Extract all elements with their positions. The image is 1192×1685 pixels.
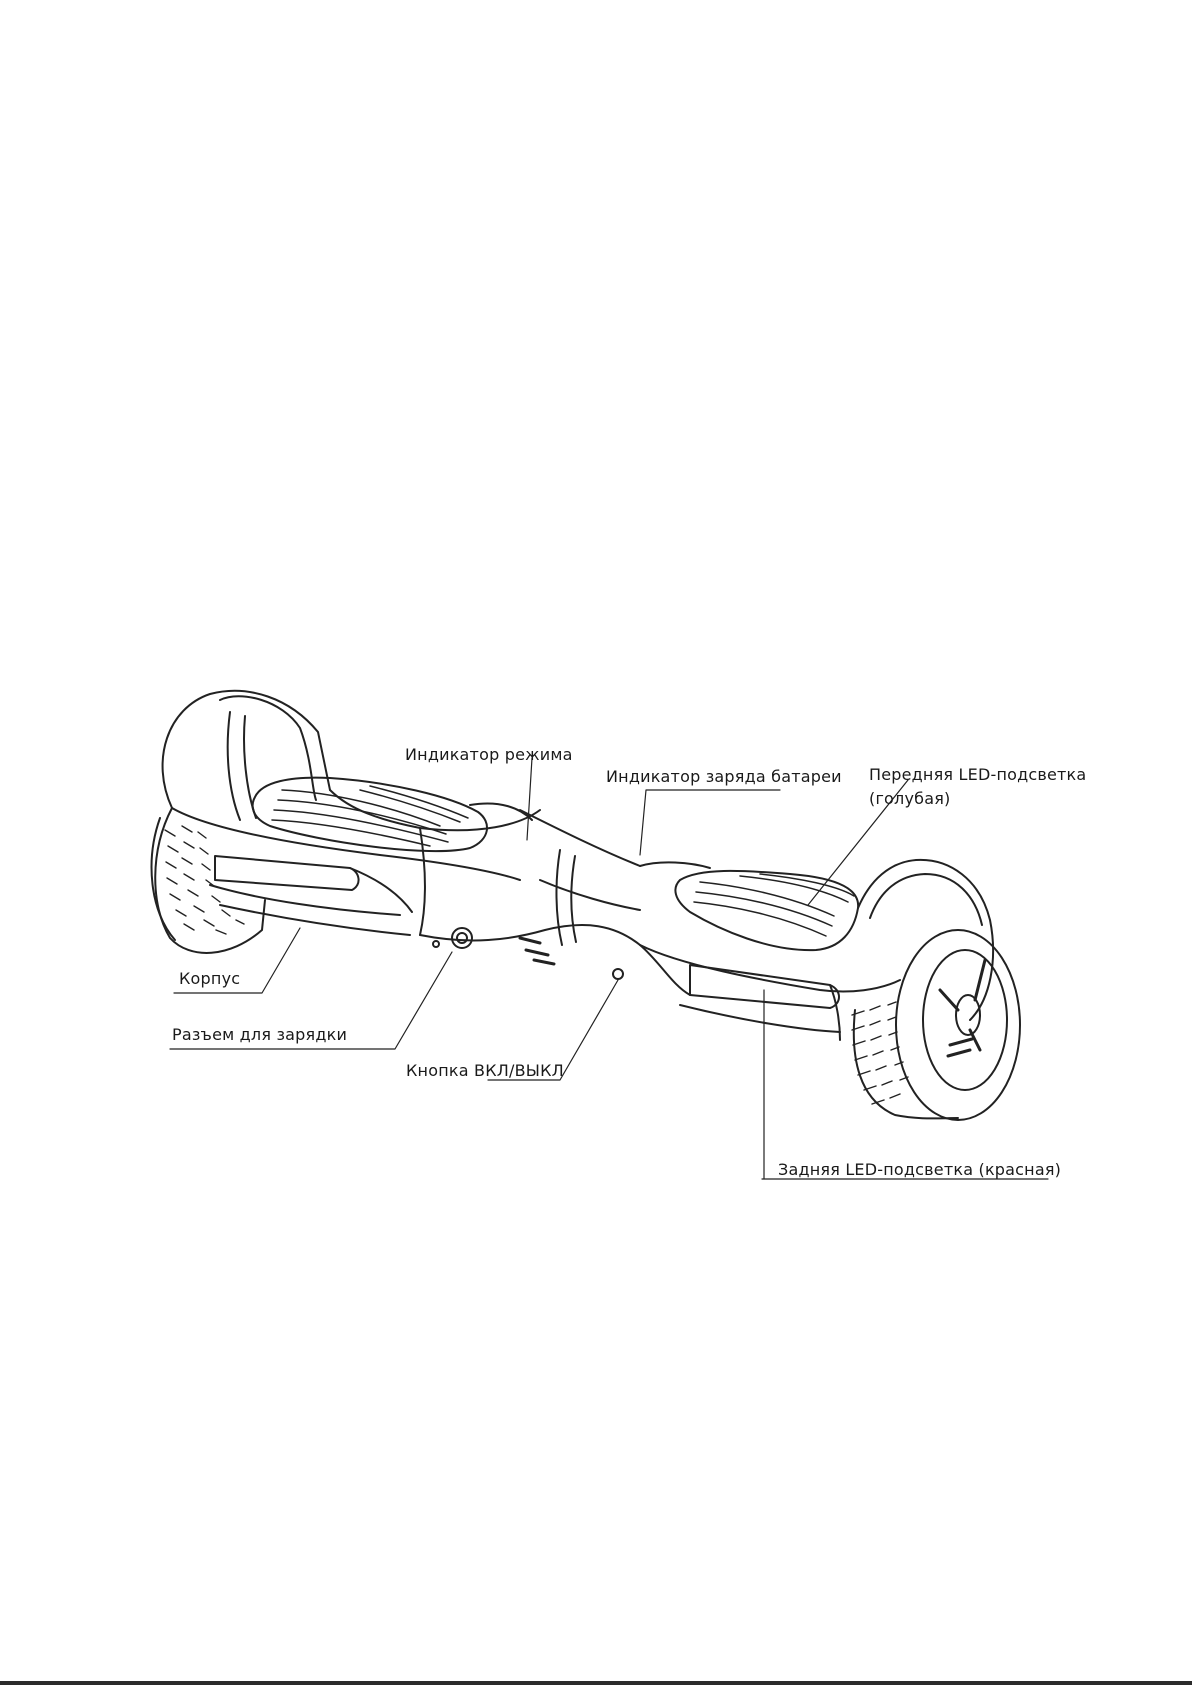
callout-battery-indicator: Индикатор заряда батареи (606, 767, 842, 786)
callout-charging-port: Разъем для зарядки (172, 1025, 347, 1044)
leader-lines (170, 758, 1048, 1179)
callout-front-led-color: (голубая) (869, 789, 950, 808)
callout-power-button: Кнопка ВКЛ/ВЫКЛ (406, 1061, 564, 1080)
left-wheel (152, 808, 265, 953)
left-fender (163, 691, 520, 880)
callout-mode-indicator: Индикатор режима (405, 745, 573, 764)
right-wheel (852, 930, 1020, 1120)
center-joint (420, 810, 690, 995)
callout-rear-led: Задняя LED-подсветка (красная) (778, 1160, 1061, 1179)
callout-front-led: Передняя LED-подсветка (869, 765, 1086, 784)
left-body (210, 790, 540, 935)
right-footpad (675, 871, 858, 950)
page-bottom-rule (0, 1681, 1192, 1685)
callout-body: Корпус (179, 969, 240, 988)
